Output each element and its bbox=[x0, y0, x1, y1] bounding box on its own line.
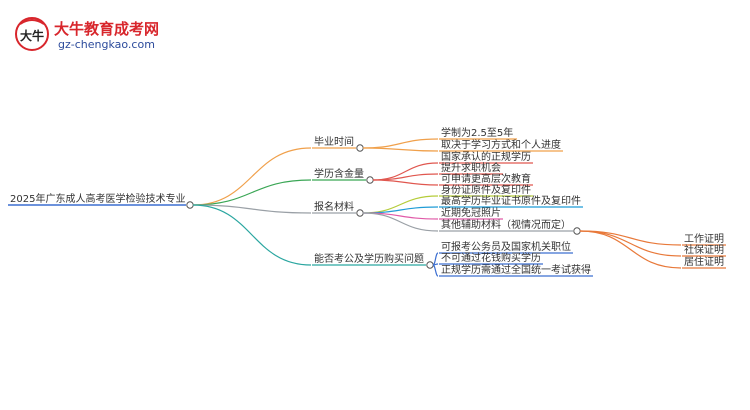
subbranch-child-link bbox=[579, 230, 682, 269]
root-connector-dot bbox=[186, 201, 194, 209]
branch-node: 报名材料 bbox=[314, 200, 354, 213]
branch-connector-dot bbox=[356, 144, 364, 152]
leaf-node: 学制为2.5至5年 bbox=[441, 126, 513, 139]
branch-connector-dot bbox=[356, 209, 364, 217]
root-branch-link bbox=[192, 179, 312, 206]
bull-logo-icon: 大牛 bbox=[15, 17, 49, 51]
leaf-node: 国家承认的正规学历 bbox=[441, 150, 531, 163]
root-node: 2025年广东成人高考医学检验技术专业 bbox=[10, 192, 185, 205]
branch-node: 毕业时间 bbox=[314, 135, 354, 148]
branch-child-link bbox=[362, 147, 439, 152]
branch-child-link bbox=[432, 264, 439, 277]
logo-mark-text: 大牛 bbox=[20, 28, 44, 43]
leaf-node: 可报考公务员及国家机关职位 bbox=[441, 240, 571, 253]
branch-node: 学历含金量 bbox=[314, 167, 364, 180]
subbranch-child-link bbox=[579, 230, 682, 257]
leaf-node: 工作证明 bbox=[684, 233, 724, 245]
branch-child-link bbox=[432, 252, 439, 266]
brand-name: 大牛教育成考网 bbox=[54, 20, 160, 38]
branch-child-link bbox=[362, 138, 439, 149]
brand-logo: 大牛 大牛教育成考网 gz-chengkao.com bbox=[14, 14, 184, 56]
leaf-node: 不可通过花钱购买学历 bbox=[441, 251, 541, 264]
leaf-node: 近期免冠照片 bbox=[441, 206, 501, 219]
leaf-node: 最高学历毕业证书原件及复印件 bbox=[441, 194, 581, 207]
root-branch-link bbox=[192, 204, 312, 266]
branch-child-link bbox=[362, 212, 439, 232]
brand-url[interactable]: gz-chengkao.com bbox=[58, 38, 155, 51]
leaf-node: 正规学历需通过全国统一考试获得 bbox=[441, 263, 591, 276]
subbranch-connector-dot bbox=[573, 227, 581, 235]
leaf-node: 其他辅助材料（视情况而定） bbox=[441, 218, 571, 231]
leaf-node: 社保证明 bbox=[684, 243, 724, 256]
root-branch-link bbox=[192, 147, 312, 206]
leaf-node: 身份证原件及复印件 bbox=[441, 183, 531, 196]
branch-connector-dot bbox=[366, 176, 374, 184]
leaf-node: 取决于学习方式和个人进度 bbox=[441, 138, 561, 151]
branch-connector-dot bbox=[426, 261, 434, 269]
branch-child-link bbox=[372, 179, 439, 186]
leaf-node: 可申请更高层次教育 bbox=[441, 172, 531, 185]
leaf-node: 提升求职机会 bbox=[441, 161, 501, 174]
branch-node: 能否考公及学历购买问题 bbox=[314, 252, 424, 265]
root-branch-link bbox=[192, 204, 312, 214]
leaf-node: 居住证明 bbox=[684, 255, 724, 268]
